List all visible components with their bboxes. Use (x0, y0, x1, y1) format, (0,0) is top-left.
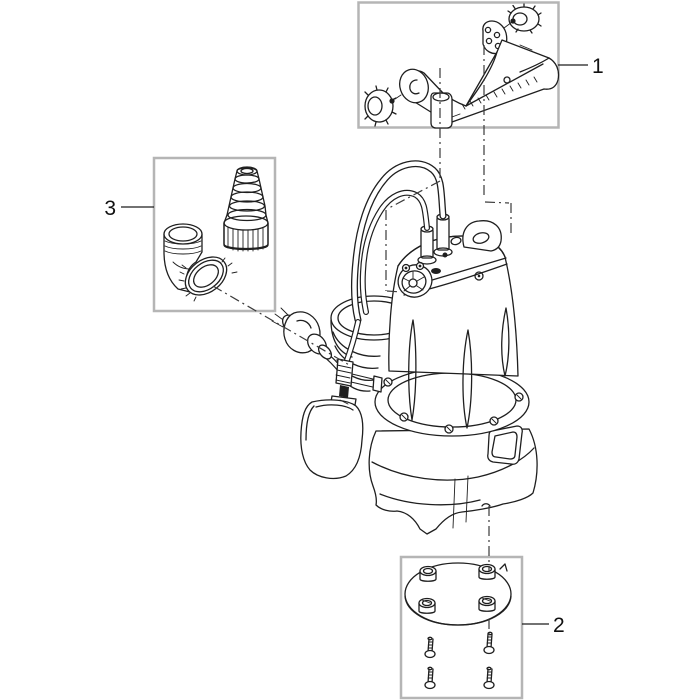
pump-flange-ring (374, 367, 530, 437)
callout-box-3 (152, 156, 277, 313)
plate-notch (499, 563, 508, 572)
pump-outlet-port (397, 261, 433, 298)
callout-labels: 1 3 2 (104, 55, 603, 637)
float-body (300, 399, 364, 480)
knob-bolt-tip (389, 98, 395, 104)
base-plate-drawing (404, 562, 512, 690)
float-switch (300, 358, 383, 480)
callout-box-2 (399, 555, 524, 700)
fitting-leader-line (212, 285, 352, 367)
casing-nub (481, 503, 491, 507)
star-knob-right-icon (507, 3, 542, 34)
star-knob-left-icon (364, 85, 402, 127)
mains-plug (271, 307, 333, 360)
stepped-hose-adapter (223, 166, 269, 252)
nut-knurling (227, 226, 264, 252)
phantom-assembly-lines (212, 45, 512, 637)
hose-fittings-drawing (163, 166, 269, 302)
callout-label-3: 3 (104, 197, 116, 220)
plate-boss (418, 563, 496, 614)
callout-label-1: 1 (592, 55, 604, 78)
handle-pivot-disc (399, 68, 453, 129)
handle-mount-lug (462, 220, 502, 252)
pump-casing (368, 425, 538, 535)
elbow-fitting (163, 223, 238, 302)
callout-label-2: 2 (553, 614, 565, 637)
elbow-thread-ticks (178, 257, 238, 302)
cable-gland-tubes (417, 213, 453, 265)
handle-hinge-block (430, 92, 453, 129)
handle-stud (503, 76, 511, 84)
flange-screws (383, 377, 524, 434)
handle-assembly-drawing (364, 3, 560, 129)
elbow-thread-lines (164, 240, 202, 255)
plate-screws (424, 631, 495, 690)
